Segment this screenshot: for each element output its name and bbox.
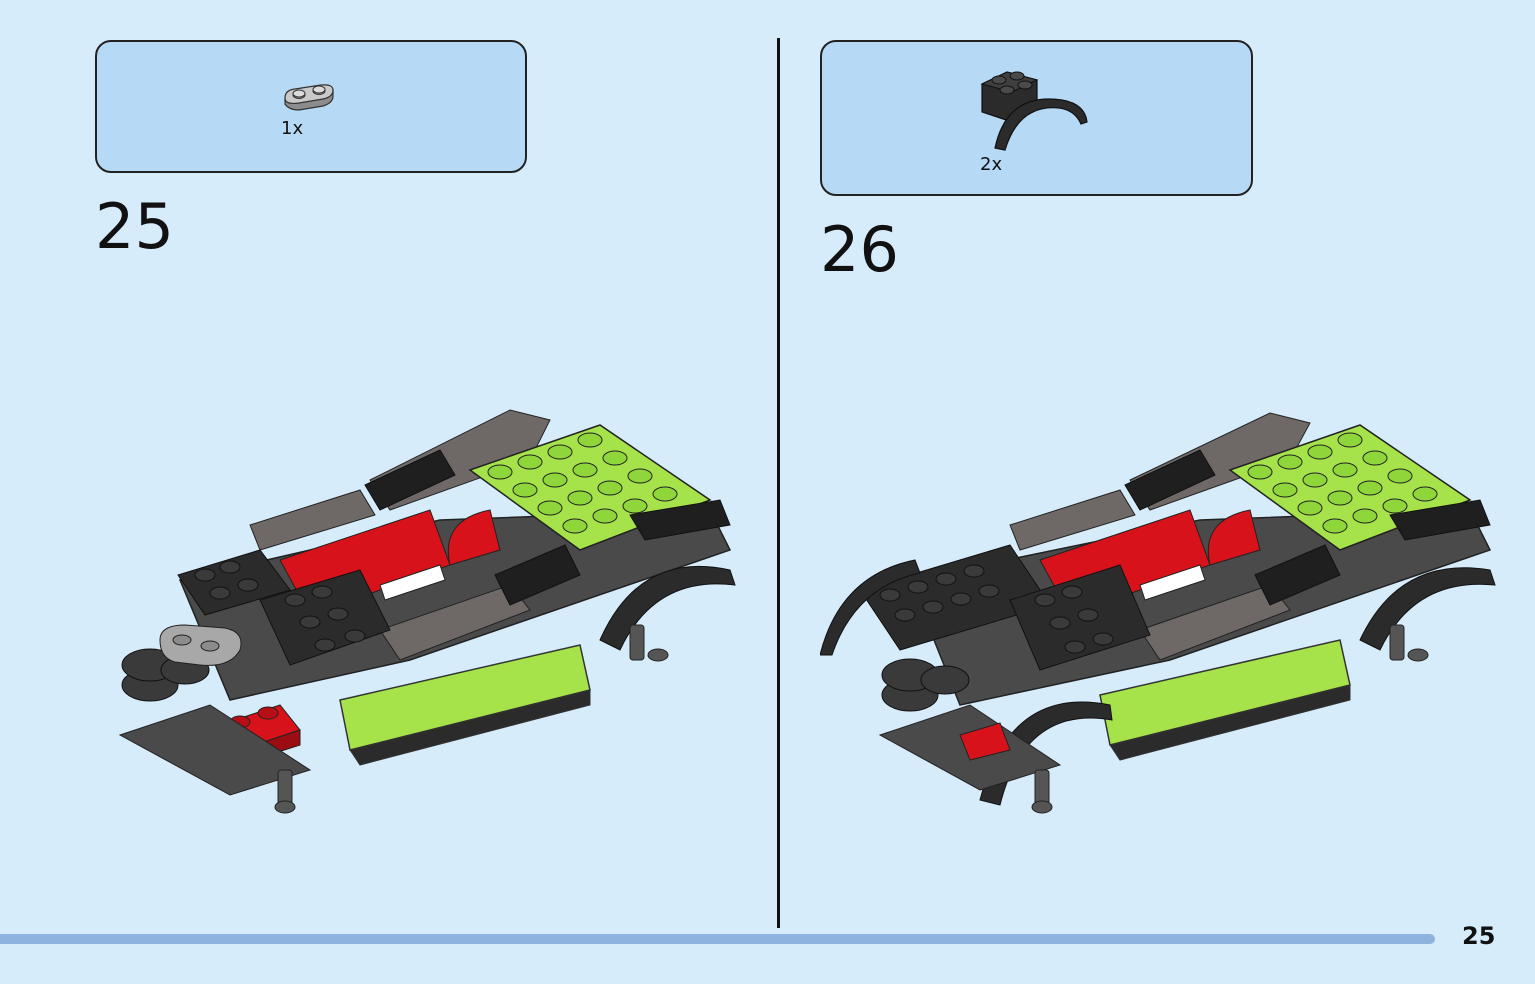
step-divider xyxy=(777,38,780,928)
model-illustration-step-26 xyxy=(820,412,1496,814)
footer-progress-bar xyxy=(0,934,1435,944)
parts-callout-step-26: 2x xyxy=(820,40,1253,196)
step-number-25: 25 xyxy=(95,190,174,263)
light-gray-plate-1x2-rounded-icon xyxy=(284,84,334,111)
model-illustration-step-25 xyxy=(118,409,736,814)
black-wheel-arch-mudguard-icon xyxy=(980,71,1088,151)
part-quantity: 2x xyxy=(980,154,1003,175)
page-number: 25 xyxy=(1462,922,1496,950)
parts-callout-step-25: 1x xyxy=(95,40,527,173)
step-number-26: 26 xyxy=(820,213,899,286)
part-quantity: 1x xyxy=(281,118,304,139)
